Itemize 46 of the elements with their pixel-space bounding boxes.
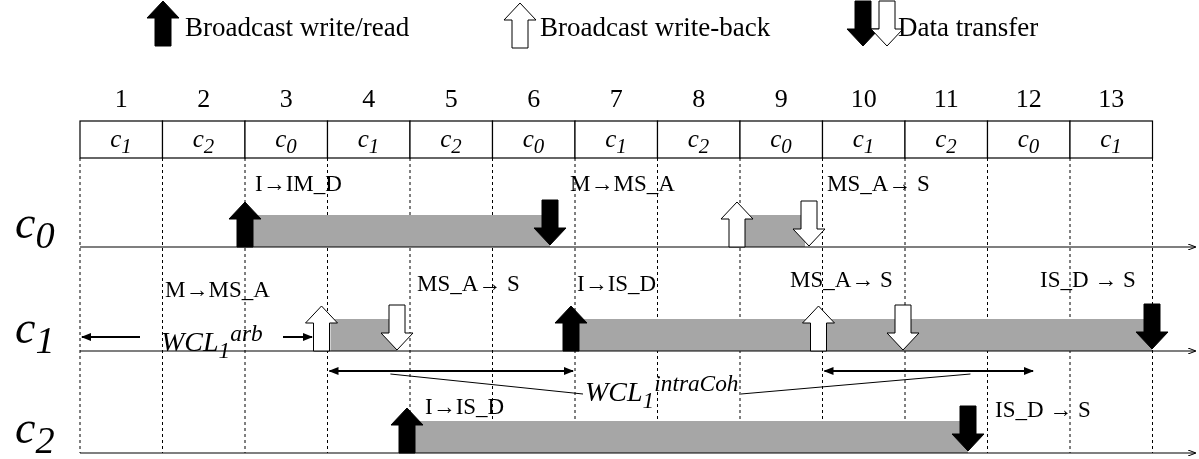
table-text: c$_{0}$ [522,126,545,157]
column-number: 3 [279,86,293,112]
table-text: c$_{1}$ [110,126,132,157]
table-text: c$_{2}$ [440,126,462,157]
state-transition: I→IS_D [577,272,657,295]
table-text: c$_{1}$ [357,126,380,157]
state-transition: MS_A→ S [827,172,930,195]
table-text: c$_{2}$ [687,126,710,157]
column-number: 2 [197,86,211,112]
column-number: 8 [692,86,706,112]
column-number: 4 [362,86,376,112]
state-transition: MS_A→ S [417,272,520,295]
state-transition: I→IM_D [255,172,342,195]
table-text: c$_{2}$ [192,126,215,157]
legend-text: Broadcast write-back [540,14,771,41]
column-number: 11 [933,86,959,112]
legend-text: Data transfer [898,14,1039,41]
column-number: 13 [1098,86,1125,112]
column-number: 6 [527,86,541,112]
state-transition: IS_D → S [1040,268,1136,291]
row-label: c$_{0}$ [15,200,55,255]
column-number: 12 [1015,86,1042,112]
legend-text: Broadcast write/read [185,14,410,41]
table-text: c$_{1}$ [852,126,875,157]
column-number: 1 [114,86,128,112]
state-transition: IS_D → S [995,398,1091,421]
column-number: 10 [850,86,877,112]
state-transition: MS_A→ S [790,268,893,291]
column-number: 9 [774,86,788,112]
table-text: c$_{1}$ [1100,126,1122,157]
row-label: c$_{2}$ [15,405,55,459]
column-number: 7 [609,86,623,112]
state-transition: M→MS_A [165,278,270,301]
state-transition: I→IS_D [425,395,505,418]
leader-line [740,373,971,395]
row-label: c$_{1}$ [15,305,55,360]
state-transition: M→MS_A [570,172,675,195]
column-number: 5 [444,86,458,112]
leader-line [389,373,584,395]
table-text: c$_{0}$ [770,126,792,157]
dimension-line [823,367,1034,375]
table-text: c$_{1}$ [605,126,627,157]
table-text: c$_{0}$ [1017,126,1040,157]
dimension-line [328,367,574,375]
table-text: c$_{0}$ [275,126,297,157]
table-text: c$_{2}$ [935,126,957,157]
